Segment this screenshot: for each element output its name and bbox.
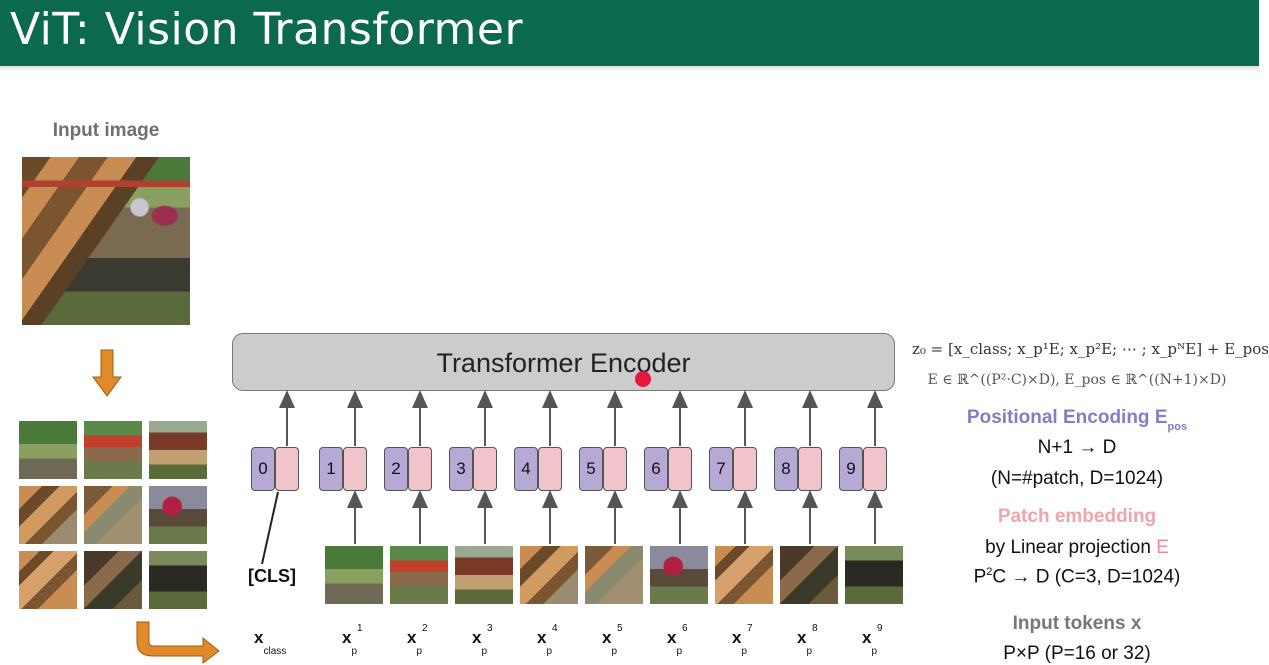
grid-patch [84, 551, 142, 609]
position-index: 9 [846, 459, 856, 478]
positional-encoding-title-text: Positional Encoding E [966, 407, 1168, 428]
flattened-patch [715, 546, 773, 604]
patch-embedding-rest: C → D (C=3, D=1024) [992, 566, 1181, 588]
x-patch-label: xp1 [342, 623, 363, 658]
position-embedding-token: 3 [449, 447, 473, 491]
positional-encoding-line2: (N=#patch, D=1024) [990, 468, 1164, 489]
positional-encoding-subscript: pos [1167, 420, 1188, 433]
position-embedding-token: 6 [644, 447, 668, 491]
grid-patch [84, 421, 142, 479]
grid-patch [84, 486, 142, 544]
position-embedding-token: 7 [709, 447, 733, 491]
position-index: 5 [586, 459, 596, 478]
cls-label: [CLS] [248, 566, 296, 586]
x-patch-label: xp6 [667, 623, 688, 658]
x-class-label: xclass [254, 628, 287, 658]
positional-encoding-title: Positional Encoding Epos [912, 407, 1242, 433]
slide-title: ViT: Vision Transformer [10, 4, 524, 55]
grid-patch [149, 421, 207, 479]
grid-patch [19, 551, 77, 609]
title-bar: ViT: Vision Transformer [0, 0, 1259, 66]
position-embedding-token: 9 [839, 447, 863, 491]
flattened-patch [585, 546, 643, 604]
grid-patch [19, 421, 77, 479]
flattened-patch [520, 546, 578, 604]
x-patch-label: xp7 [732, 623, 753, 658]
position-embedding-token: 5 [579, 447, 603, 491]
position-index: 7 [716, 459, 726, 478]
flattened-patch [455, 546, 513, 604]
input-image [22, 157, 190, 325]
grid-patch [19, 486, 77, 544]
patch-embedding-token [733, 447, 757, 491]
patch-embedding-line1: by Linear projection E [912, 537, 1242, 559]
x-patch-label: xp3 [472, 623, 493, 658]
patch-embedding-token [668, 447, 692, 491]
positional-encoding-line1: N+1 → D [1037, 437, 1117, 458]
position-embedding-token: 1 [319, 447, 343, 491]
embedding-dims-equation: E ∈ ℝ^((P²·C)×D), E_pos ∈ ℝ^((N+1)×D) [927, 372, 1227, 388]
linear-projection-e: E [1156, 537, 1169, 558]
position-index: 8 [781, 459, 791, 478]
position-embedding-token: 0 [251, 447, 275, 491]
patch-embedding-p: P [973, 566, 987, 588]
input-tokens-title: Input tokens x [1012, 613, 1142, 634]
position-embedding-token: 8 [774, 447, 798, 491]
position-index: 0 [258, 459, 268, 478]
z0-equation: z₀ = [x_class; x_p¹E; x_p²E; ⋯ ; x_pᴺE] … [912, 340, 1269, 358]
position-embedding-token: 4 [514, 447, 538, 491]
x-patch-label: xp8 [797, 623, 818, 658]
patch-embedding-token [863, 447, 887, 491]
flattened-patch [650, 546, 708, 604]
grid-patch [149, 486, 207, 544]
flattened-patch [390, 546, 448, 604]
down-arrow-icon [92, 349, 122, 397]
position-index: 6 [651, 459, 661, 478]
patch-embedding-sup: 2 [986, 566, 993, 578]
bent-arrow-icon [136, 621, 220, 664]
patch-embedding-line2: P2C → D (C=3, D=1024) [912, 566, 1242, 588]
patch-embedding-token [603, 447, 627, 491]
x-patch-label: xp5 [602, 623, 623, 658]
flattened-patch [325, 546, 383, 604]
pointer-dot [635, 371, 651, 387]
position-embedding-token: 2 [384, 447, 408, 491]
patch-embedding-token [343, 447, 367, 491]
x-patch-label: xp2 [407, 623, 428, 658]
input-image-label: Input image [52, 120, 160, 141]
position-index: 1 [326, 459, 336, 478]
x-patch-label: xp4 [537, 623, 558, 658]
flattened-patch [780, 546, 838, 604]
grid-patch [149, 551, 207, 609]
patch-embedding-token [275, 447, 299, 491]
position-index: 3 [456, 459, 466, 478]
cls-pointer-line [261, 491, 279, 565]
flattened-patch [845, 546, 903, 604]
header-shadow [0, 66, 1259, 72]
position-index: 2 [391, 459, 401, 478]
input-tokens-line: P×P (P=16 or 32) [1003, 643, 1151, 664]
x-patch-label: xp9 [862, 623, 883, 658]
linear-projection-text: by Linear projection [985, 537, 1157, 558]
position-index: 4 [521, 459, 531, 478]
patch-embedding-title: Patch embedding [997, 506, 1157, 527]
